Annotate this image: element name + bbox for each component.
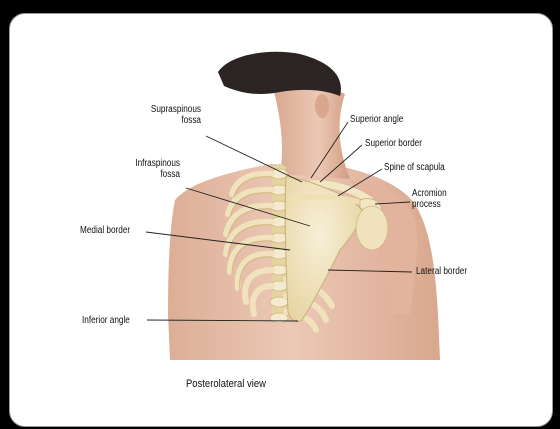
humeral-head xyxy=(356,206,388,250)
label-infraspinous-fossa: Infraspinous fossa xyxy=(116,158,180,180)
slide-card: Supraspinous fossa Superior angle Superi… xyxy=(9,13,553,427)
label-superior-angle: Superior angle xyxy=(350,114,403,125)
ear xyxy=(315,94,329,118)
label-superior-border: Superior border xyxy=(365,138,422,149)
scapula-illustration xyxy=(10,14,553,427)
label-medial-border: Medial border xyxy=(80,225,130,236)
figure-caption: Posterolateral view xyxy=(186,378,266,390)
hair xyxy=(218,52,341,96)
label-inferior-angle: Inferior angle xyxy=(82,315,130,326)
label-acromion-process: Acromion process xyxy=(412,188,447,210)
label-supraspinous-fossa: Supraspinous fossa xyxy=(140,104,202,126)
label-spine-of-scapula: Spine of scapula xyxy=(384,162,445,173)
label-lateral-border: Lateral border xyxy=(416,266,467,277)
neck xyxy=(272,83,350,179)
